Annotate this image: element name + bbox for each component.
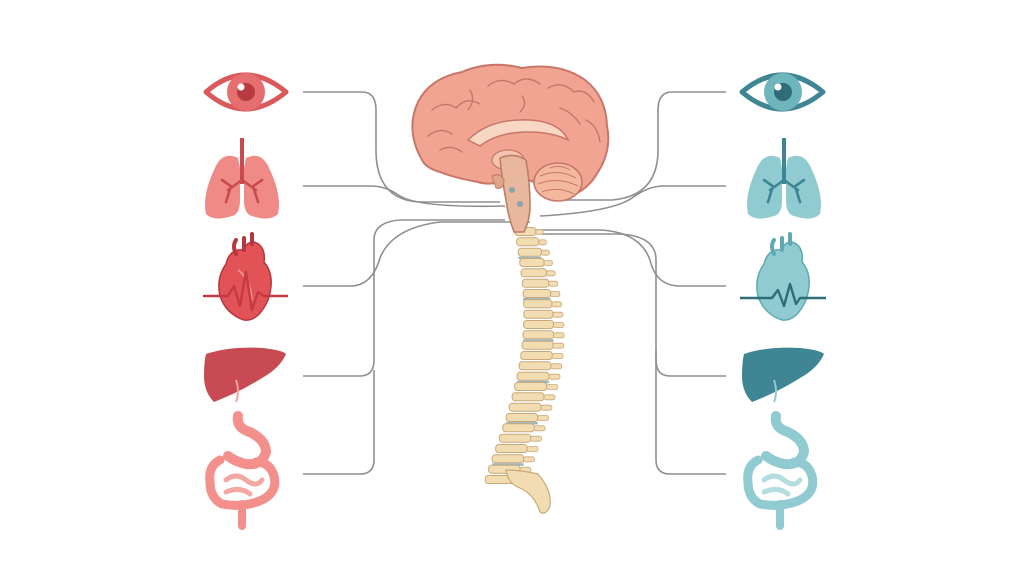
sacrum [505,469,551,514]
cerebellum-icon [533,162,583,202]
nerve-line-left-digestive [303,370,375,475]
vertebra-process [535,229,544,235]
nerve-line-left-eye [303,91,500,203]
vertebra-process [533,425,546,432]
nerve-line-right-liver [540,233,726,377]
vertebra-process [523,456,535,463]
vertebra-process [546,270,556,277]
vertebra-process [530,435,542,442]
vertebra [502,423,535,433]
vertebra [522,330,555,340]
nerve-line-right-heart [536,229,726,287]
spinal-disc [517,380,549,384]
vertebra-process [538,239,547,246]
vertebra [520,351,553,360]
nerve-line-left-lungs [303,185,506,208]
vertebra-process [550,363,563,370]
left-digestive-icon [205,411,280,530]
vertebra [495,444,528,453]
vertebra-process [537,415,549,421]
vertebra [516,237,540,247]
vertebra [505,413,539,422]
spinal-disc [523,298,551,301]
vertebra [508,402,542,412]
nerve-line-right-lungs [539,185,726,217]
left-lungs-icon [205,138,279,219]
vertebra-process [551,301,563,308]
spinal-disc [492,463,524,466]
vertebra-process [552,311,564,318]
vertebra [523,320,554,329]
vertebra-process [552,342,565,349]
right-eye-icon [739,72,826,112]
vertebra [516,371,550,381]
spinal-disc [523,339,554,342]
nerve-connections [303,91,726,475]
vertebra [511,392,545,402]
vertebra [523,309,554,319]
right-liver-icon [742,347,824,403]
vertebra-process [526,446,539,452]
right-lungs-icon [747,138,821,219]
left-heart-icon [203,232,288,321]
vertebra [521,278,550,288]
vertebra-process [543,260,553,266]
right-heart-icon [740,232,826,321]
spinal-disc [506,422,538,425]
nerve-line-left-liver [303,219,505,377]
vertebra-process [540,404,553,411]
vertebra-process [546,384,559,390]
vertebra [514,382,548,391]
spinal-column-icon [484,227,565,514]
vertebra [517,247,542,257]
nerve-line-right-digestive [655,350,726,475]
vertebra [519,258,545,267]
vertebra-process [553,332,565,339]
vertebra-process [548,280,559,287]
vertebra [520,268,547,278]
left-eye-icon [203,72,289,112]
vertebra-process [550,291,561,297]
vertebra-process [551,353,564,359]
nerve-line-left-heart [303,221,530,287]
vertebra-process [541,249,550,256]
vertebra [523,299,553,309]
brainstem-icon [491,154,531,233]
vertebra-process [548,373,561,380]
vertebra [491,454,525,464]
left-liver-icon [204,347,286,403]
vertebra [521,340,554,350]
vertebra [518,361,552,371]
vertebra-process [553,322,565,328]
vertebra [498,433,532,443]
vertebra [522,289,551,298]
nerve-line-right-eye [560,91,726,201]
vertebra-process [543,394,556,401]
right-digestive-icon [743,411,818,530]
spinal-disc [518,256,542,260]
